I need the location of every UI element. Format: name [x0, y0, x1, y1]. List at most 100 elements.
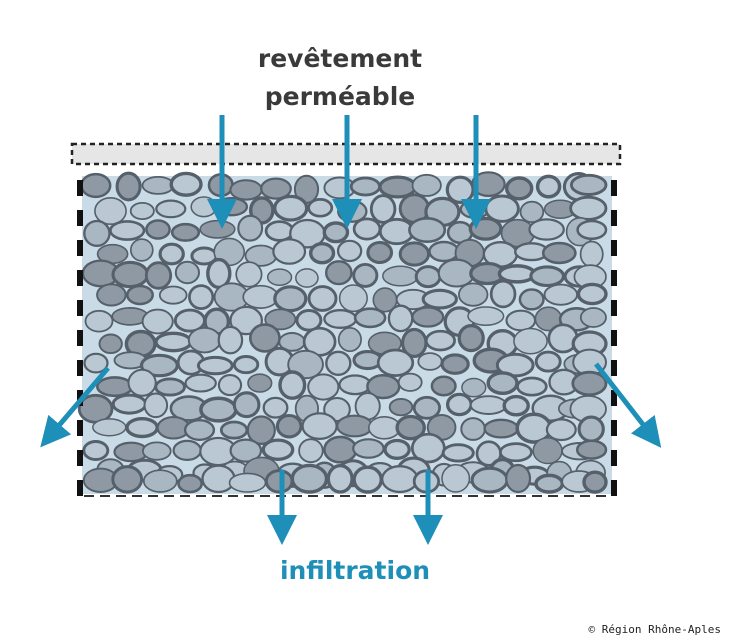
gravel-stone: [519, 200, 545, 223]
gravel-stone: [326, 463, 354, 494]
gravel-stone: [301, 412, 338, 441]
gravel-stone: [338, 284, 368, 313]
gravel-stone: [408, 217, 447, 244]
gravel-stone: [307, 285, 338, 312]
gravel-stone: [469, 395, 508, 415]
gravel-stone: [582, 470, 608, 494]
gravel-stone: [98, 333, 123, 355]
gravel-stone: [201, 464, 236, 494]
gravel-stone: [142, 469, 178, 493]
gravel-stone: [154, 331, 193, 353]
gravel-stone: [395, 414, 426, 441]
gravel-stone: [83, 352, 109, 374]
gravel-stone: [532, 437, 563, 465]
gravel-stone: [424, 329, 456, 352]
gravel-stone: [246, 415, 276, 445]
gravel-stone: [505, 176, 534, 201]
gravel-stone: [325, 350, 352, 376]
gravel-stone: [437, 258, 476, 288]
gravel-stone: [336, 414, 374, 438]
gravel-stone: [278, 370, 307, 400]
gravel-stone: [129, 238, 154, 262]
gravel-stone: [417, 352, 443, 371]
gravel-stone: [142, 441, 172, 461]
gravel-stone: [577, 415, 605, 443]
gravel-stone: [174, 260, 200, 285]
gravel-stone: [273, 194, 309, 222]
gravel-stone: [232, 391, 261, 419]
gravel-stone: [260, 177, 292, 200]
gravel-stone: [264, 308, 297, 331]
gravel-stone: [518, 288, 545, 311]
gravel-stone: [183, 419, 216, 442]
gravel-stone: [468, 216, 503, 241]
copyright-credit: © Région Rhône-Aples: [588, 623, 721, 636]
gravel-stone: [457, 324, 485, 353]
gravel-stone: [154, 377, 186, 397]
gravel-stone: [125, 417, 159, 439]
gravel-stone: [428, 240, 460, 263]
gravel-stone: [383, 438, 411, 460]
gravel-stone: [228, 472, 267, 493]
gravel-stone: [199, 396, 238, 423]
infiltration-arrows: [40, 115, 662, 545]
gravel-stone: [569, 173, 608, 196]
gravel-stone: [387, 304, 414, 333]
gravel-stone: [262, 396, 289, 419]
gravel-stone: [352, 465, 384, 494]
gravel-stone: [307, 373, 340, 401]
gravel-stone: [92, 418, 127, 437]
gravel-stone: [217, 325, 244, 355]
gravel-stone: [187, 326, 222, 354]
gravel-stone: [513, 327, 548, 355]
gravel-stone: [575, 439, 608, 460]
gravel-stone: [338, 374, 372, 396]
gravel-stone: [516, 376, 548, 397]
gravel-stone: [534, 473, 565, 494]
gravel-stone: [505, 309, 537, 332]
gravel-stone: [499, 442, 533, 463]
gravel-stone: [349, 176, 381, 197]
gravel-stone: [367, 415, 401, 440]
gravel-stone: [109, 220, 146, 241]
gravel-stone: [307, 198, 334, 218]
gravel-stone: [467, 306, 505, 326]
gravel-stone: [579, 240, 604, 268]
gravel-stone: [111, 393, 148, 415]
gravel-stone: [190, 196, 218, 218]
gravel-stone: [169, 171, 203, 197]
gravel-stone: [266, 268, 293, 287]
gravel-stone: [382, 265, 419, 287]
gravel-stone: [111, 260, 150, 289]
gravel-stone: [445, 392, 473, 417]
gravel-stone: [217, 374, 243, 397]
gravel-stone: [576, 282, 608, 306]
gravel-stone: [576, 219, 608, 241]
gravel-stone: [155, 199, 187, 219]
gravel-stone: [96, 283, 127, 307]
gravel-stone: [111, 465, 144, 494]
gravel-stone: [83, 219, 111, 247]
gravel-stone: [352, 438, 385, 459]
gravel-stone: [290, 463, 329, 494]
gravel-stone: [502, 394, 530, 417]
gravel-stone: [352, 217, 382, 241]
gravel-stone: [534, 350, 562, 373]
gravel-stone: [569, 195, 608, 221]
gravel-stone: [237, 214, 264, 242]
gravel-bed: [77, 171, 617, 497]
gravel-stone: [471, 171, 506, 198]
gravel-stone: [84, 309, 114, 333]
gravel-stone: [229, 438, 263, 463]
gravel-stone: [528, 218, 565, 241]
gravel-stone: [397, 372, 423, 392]
gravel-stone: [414, 265, 442, 289]
gravel-stone: [229, 179, 263, 201]
gravel-stone: [411, 173, 442, 197]
gravel-stone: [219, 420, 249, 440]
gravel-stone: [381, 465, 419, 494]
gravel-stone: [129, 201, 155, 220]
gravel-stone: [95, 376, 134, 398]
gravel-stone: [158, 242, 185, 266]
